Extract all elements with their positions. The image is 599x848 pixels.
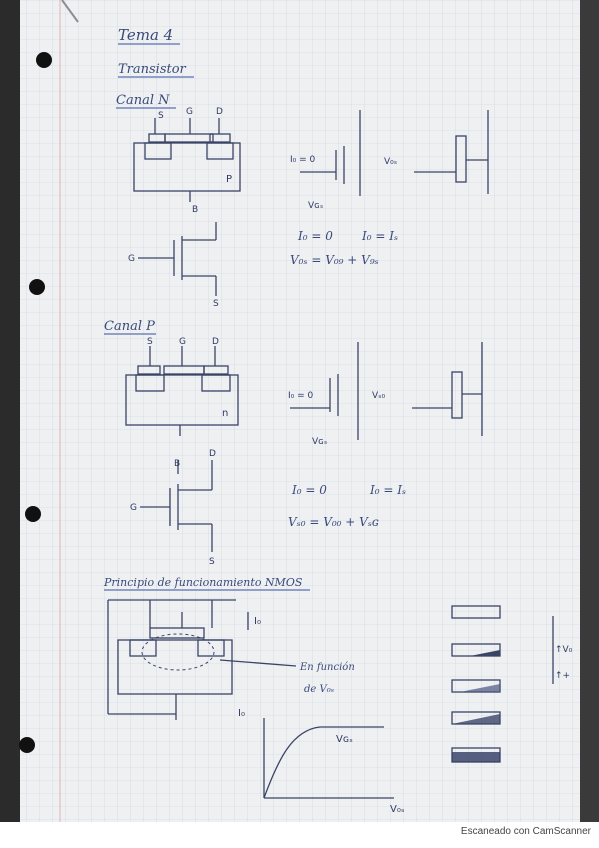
nmos-substrate-label: P xyxy=(226,174,232,185)
nmos-symbol-s: S xyxy=(213,299,219,309)
pmos-eq-line1-right: I₀ = Iₛ xyxy=(369,483,406,497)
canal-p-heading: Canal P xyxy=(104,319,155,334)
graph-ylabel: I₀ xyxy=(238,708,245,719)
page-subtitle: Transistor xyxy=(118,62,187,77)
nmos-cross-section: S G D B P xyxy=(133,107,241,215)
annotation-line1: En función xyxy=(299,662,355,673)
pmos-bias-vgs: Vɢₛ xyxy=(312,437,327,447)
principio-heading: Principio de funcionamiento NMOS xyxy=(103,576,303,589)
binder-hole xyxy=(19,737,35,753)
scanner-watermark: Escaneado con CamScanner xyxy=(460,826,591,837)
nmos-symbol: G S xyxy=(128,222,219,309)
nmos-s-label: S xyxy=(158,111,164,121)
right-axis-down: ↑+ xyxy=(555,671,570,681)
nmos-bias-id: I₀ = 0 xyxy=(290,155,316,165)
binder-hole xyxy=(25,506,41,522)
principio-id: I₀ xyxy=(254,616,261,627)
nmos-eq-line2: V₀ₛ = V₀₉ + V₉ₛ xyxy=(290,253,379,267)
pmos-bias-id: I₀ = 0 xyxy=(288,391,314,401)
pmos-symbol-d: D xyxy=(209,449,216,459)
channel-stages xyxy=(451,605,501,763)
binder-hole xyxy=(36,52,52,68)
nmos-eq-line1-right: I₀ = Iₛ xyxy=(361,229,398,243)
pmos-bias-circuit: I₀ = 0 Vɢₛ Vₛ₀ xyxy=(288,342,483,447)
pmos-symbol-s: S xyxy=(209,557,215,567)
pmos-bias-vsd: Vₛ₀ xyxy=(372,391,386,401)
pmos-g-label: G xyxy=(179,337,186,347)
pmos-substrate-label: n xyxy=(222,408,228,419)
page-title: Tema 4 xyxy=(118,26,173,44)
pmos-s-label: S xyxy=(147,337,153,347)
pmos-symbol-g: G xyxy=(130,503,137,513)
nmos-bias-circuit: I₀ = 0 Vɢₛ V₀ₛ xyxy=(290,110,489,211)
nmos-symbol-g: G xyxy=(128,254,135,264)
pmos-symbol: B D G S xyxy=(130,449,216,567)
id-vds-graph: I₀ V₀ₛ Vɢₛ xyxy=(238,708,405,815)
pmos-cross-section: S G D n xyxy=(125,337,239,436)
pmos-eq-line1-left: I₀ = 0 xyxy=(291,483,327,497)
nmos-d-label: D xyxy=(216,107,223,117)
graph-xlabel: V₀ₛ xyxy=(390,804,405,815)
pmos-eq-line2: Vₛ₀ = V₀₀ + Vₛɢ xyxy=(288,515,379,529)
nmos-bias-vds: V₀ₛ xyxy=(384,157,397,167)
annotation-line2: de V₀ₛ xyxy=(304,684,334,695)
pmos-symbol-b: B xyxy=(174,459,180,469)
nmos-b-label: B xyxy=(192,205,198,215)
nmos-g-label: G xyxy=(186,107,193,117)
graph-curve-label: Vɢₛ xyxy=(336,734,353,745)
binder-hole xyxy=(29,279,45,295)
nmos-bias-vgs: Vɢₛ xyxy=(308,201,323,211)
nmos-eq-line1-left: I₀ = 0 xyxy=(297,229,333,243)
nmos-operation-diagram: I₀ xyxy=(107,599,261,720)
pmos-d-label: D xyxy=(212,337,219,347)
canal-n-heading: Canal N xyxy=(116,93,170,108)
right-axis-up: ↑V₀ xyxy=(555,645,573,655)
